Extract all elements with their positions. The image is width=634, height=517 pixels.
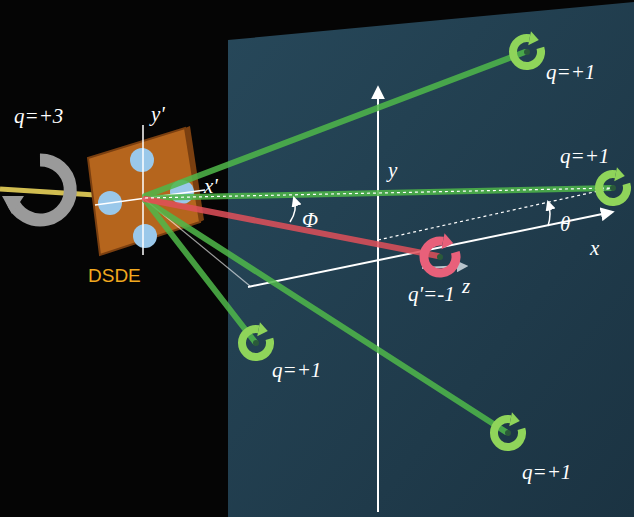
axis-label: x' xyxy=(204,176,218,197)
charge-label: q=+1 xyxy=(522,462,571,483)
vortex-ring xyxy=(599,174,627,202)
angle-label: θ xyxy=(560,214,570,235)
vortex-ring xyxy=(424,241,456,273)
screen-plane xyxy=(228,2,634,517)
charge-label: q=+1 xyxy=(546,62,595,83)
vortex-ring xyxy=(513,38,541,66)
axis-label: x xyxy=(590,238,599,259)
charge-label: q'=-1 xyxy=(408,284,455,305)
charge-label: q=+1 xyxy=(272,360,321,381)
axis-label: y' xyxy=(151,104,165,125)
charge-label: q=+1 xyxy=(560,146,609,167)
element-name: DSDE xyxy=(88,266,141,285)
vortex-ring xyxy=(242,329,270,357)
charge-label: q=+3 xyxy=(14,106,63,127)
vortex-ring xyxy=(494,419,522,447)
axis-label: y xyxy=(388,160,397,181)
angle-label: Φ xyxy=(302,210,318,231)
axis-label: z xyxy=(462,276,470,297)
dsde-plate xyxy=(88,128,200,255)
